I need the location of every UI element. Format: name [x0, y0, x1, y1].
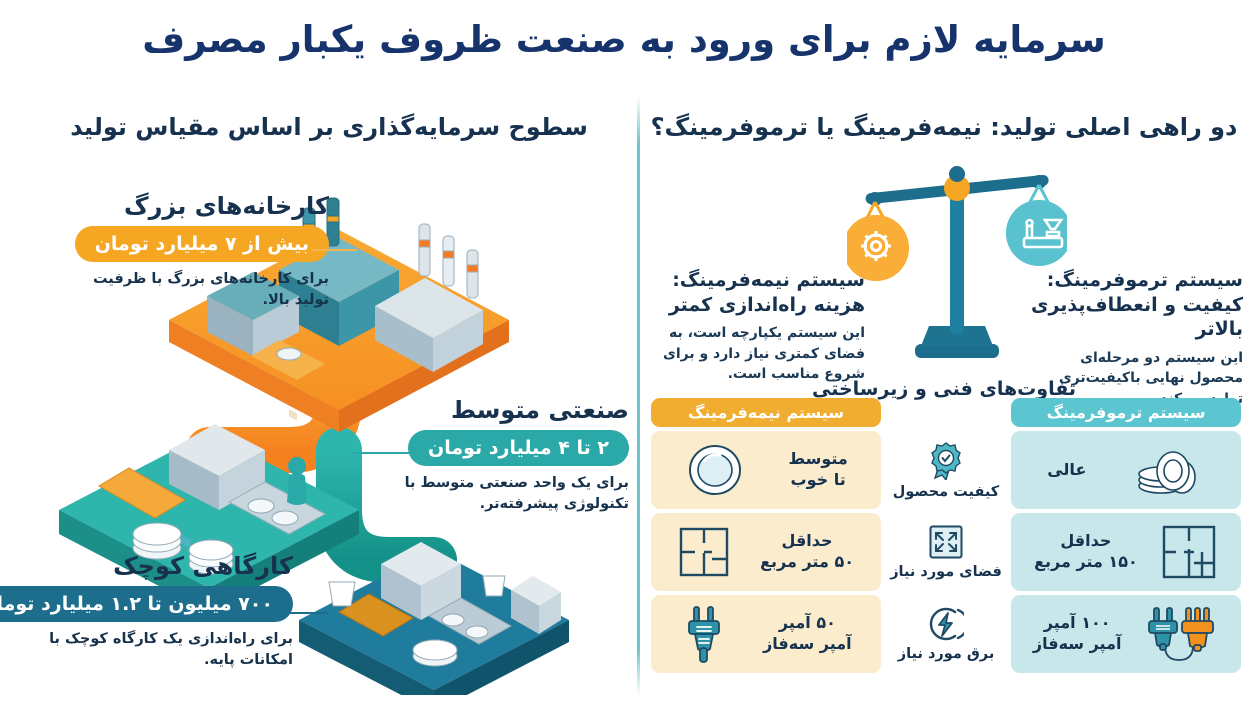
- investment-tiers-illustration: [60, 197, 570, 695]
- tier-small-amount-badge: ۷۰۰ میلیون تا ۱.۲ میلیارد تومان: [0, 586, 294, 622]
- left-panel-heading: سطوح سرمایه‌گذاری بر اساس مقیاس تولید: [71, 113, 589, 141]
- tier-medium-amount-badge: ۲ تا ۴ میلیارد تومان: [409, 430, 630, 466]
- vertical-divider: [638, 96, 641, 696]
- comparison-row-label-quality-text: کیفیت محصول: [893, 484, 1001, 500]
- gear-icon: [862, 231, 892, 261]
- cell-semiforming-quality: متوسط تا خوب: [652, 431, 882, 509]
- comparison-row-label-space: فضای مورد نیاز: [888, 513, 1006, 591]
- balance-scale-illustration: [848, 158, 1068, 363]
- cell-thermoforming-power-line2: آمپر سه‌فاز: [1033, 634, 1123, 653]
- tier-medium-title: صنعتی متوسط: [452, 396, 630, 424]
- comparison-row-label-power: برق مورد نیاز: [888, 595, 1006, 673]
- cell-semiforming-quality-line2: تا خوب: [791, 470, 847, 489]
- comparison-header-row: سیستم ترموفرمینگ سیستم نیمه‌فرمینگ: [652, 398, 1242, 427]
- tier-large-description: برای کارخانه‌های بزرگ با ظرفیت تولید بال…: [93, 271, 330, 309]
- cell-semiforming-power: ۵۰ آمپر آمپر سه‌فاز: [652, 595, 882, 673]
- lightning-bolt-icon: [930, 607, 965, 641]
- semiforming-block: سیستم نیمه‌فرمینگ: هزینه راه‌اندازی کمتر…: [648, 268, 866, 384]
- expand-arrows-icon: [930, 525, 964, 559]
- right-panel-heading: دو راهی اصلی تولید: نیمه‌فرمینگ یا ترموف…: [651, 113, 1239, 141]
- tier-large-amount-badge: بیش از ۷ میلیارد تومان: [75, 226, 330, 262]
- floorplan-large-icon: [1163, 525, 1217, 579]
- tier-medium-leader-line: [352, 452, 412, 454]
- cell-thermoforming-quality: عالی: [1012, 431, 1242, 509]
- comparison-row-label-power-text: برق مورد نیاز: [898, 646, 996, 662]
- semiforming-title-line1: سیستم نیمه‌فرمینگ:: [673, 269, 866, 291]
- tier-small-title: کارگاهی کوچک: [114, 552, 294, 580]
- semiforming-title-line2: هزینه راه‌اندازی کمتر: [669, 293, 866, 316]
- tier-medium-industrial: صنعتی متوسط ۲ تا ۴ میلیارد تومان برای یک…: [400, 396, 630, 515]
- cell-semiforming-quality-line1: متوسط: [789, 449, 849, 469]
- page-title: سرمایه لازم برای ورود به صنعت ظروف یکبار…: [143, 17, 1107, 61]
- cell-semiforming-space-line1: حداقل: [782, 531, 834, 551]
- thermoforming-title-line2: کیفیت و انعطاف‌پذیری بالاتر: [1032, 293, 1244, 341]
- comparison-table: سیستم ترموفرمینگ سیستم نیمه‌فرمینگ عالی: [652, 398, 1242, 673]
- comparison-row-label-quality: کیفیت محصول: [888, 431, 1006, 509]
- cell-semiforming-power-line2: آمپر سه‌فاز: [764, 634, 853, 653]
- cell-thermoforming-space-line1: حداقل: [1061, 531, 1113, 551]
- comparison-title: تفاوت‌های فنی و زیرساختی: [812, 378, 1078, 400]
- comparison-header-thermoforming: سیستم ترموفرمینگ: [1012, 398, 1242, 427]
- table-row: حداقل ۱۵۰ متر مربع فضای مورد نیاز حد: [652, 513, 1242, 591]
- cell-thermoforming-space-value: حداقل ۱۵۰ متر مربع: [1035, 531, 1139, 573]
- cell-semiforming-quality-value: متوسط تا خوب: [790, 449, 849, 491]
- cell-thermoforming-quality-value: عالی: [1048, 459, 1088, 479]
- cell-thermoforming-power-line1: ۱۰۰ آمپر: [1044, 613, 1112, 633]
- cell-thermoforming-power-value: ۱۰۰ آمپر آمپر سه‌فاز: [1034, 613, 1123, 655]
- tier-small-description: برای راه‌اندازی یک کارگاه کوچک با امکانا…: [50, 631, 294, 669]
- cell-semiforming-space-line2: ۵۰ متر مربع: [761, 552, 855, 571]
- floorplan-small-icon: [680, 527, 730, 577]
- tier-large-leader-line: [312, 249, 358, 251]
- cell-semiforming-power-value: ۵۰ آمپر آمپر سه‌فاز: [764, 613, 853, 655]
- tier-medium-description: برای یک واحد صنعتی متوسط با تکنولوژی پیش…: [405, 475, 630, 513]
- table-row: ۱۰۰ آمپر آمپر سه‌فاز برق مورد نیاز ۵۰ آم…: [652, 595, 1242, 673]
- double-plug-icon: [1149, 607, 1216, 661]
- cell-semiforming-space: حداقل ۵۰ متر مربع: [652, 513, 882, 591]
- tier-large-factories: کارخانه‌های بزرگ بیش از ۷ میلیارد تومان …: [60, 192, 330, 311]
- tier-small-workshop: کارگاهی کوچک ۷۰۰ میلیون تا ۱.۲ میلیارد ت…: [0, 552, 294, 671]
- thermoforming-title-line1: سیستم ترموفرمینگ:: [1047, 269, 1244, 291]
- stacked-plates-icon: [1138, 451, 1197, 494]
- tier-small-leader-line: [274, 612, 330, 614]
- thermoforming-machine-icon: [1023, 218, 1065, 249]
- cell-thermoforming-space-line2: ۱۵۰ متر مربع: [1035, 552, 1139, 571]
- comparison-row-label-space-text: فضای مورد نیاز: [891, 564, 1003, 580]
- single-plate-icon: [690, 445, 743, 495]
- table-row: عالی کیفیت محصول متوسط تا خوب: [652, 431, 1242, 509]
- semiforming-description: این سیستم یکپارچه است، به فضای کمتری نیا…: [663, 325, 866, 382]
- tier-large-title: کارخانه‌های بزرگ: [125, 192, 330, 220]
- cell-thermoforming-power: ۱۰۰ آمپر آمپر سه‌فاز: [1012, 595, 1242, 673]
- quality-badge-icon: [932, 442, 962, 480]
- cell-thermoforming-space: حداقل ۱۵۰ متر مربع: [1012, 513, 1242, 591]
- comparison-header-semiforming: سیستم نیمه‌فرمینگ: [652, 398, 882, 427]
- cell-semiforming-power-line1: ۵۰ آمپر: [779, 613, 837, 633]
- single-plug-icon: [689, 606, 722, 663]
- thermoforming-block: سیستم ترموفرمینگ: کیفیت و انعطاف‌پذیری ب…: [1026, 268, 1244, 409]
- cell-semiforming-space-value: حداقل ۵۰ متر مربع: [761, 531, 855, 573]
